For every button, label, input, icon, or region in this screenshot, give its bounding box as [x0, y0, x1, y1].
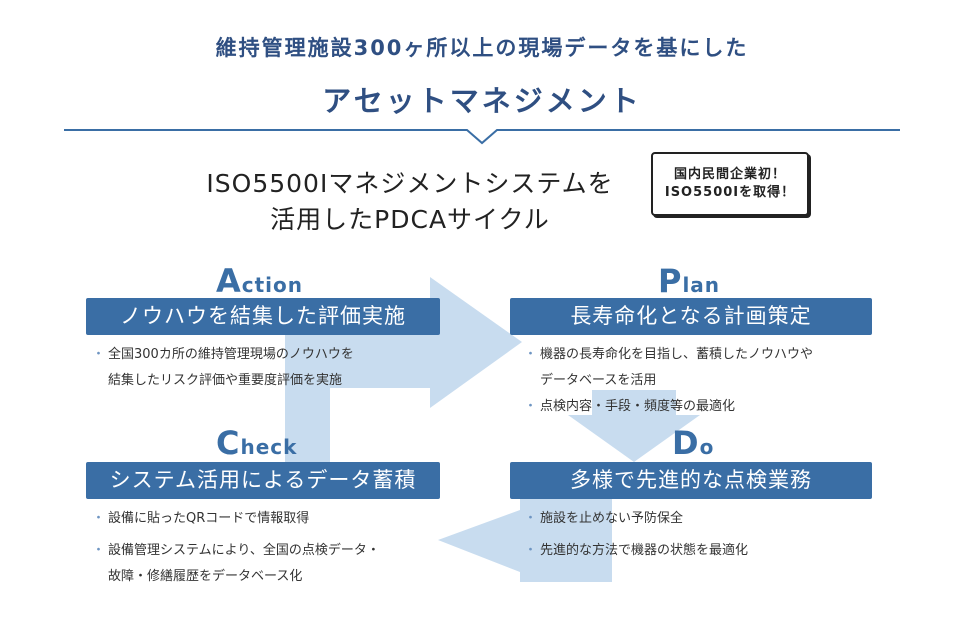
phase-initial-check: C — [216, 424, 241, 462]
subheading-line2: 活用したPDCAサイクル — [270, 205, 550, 234]
bullet-plan-1-line2: データベースを活用 — [540, 373, 657, 388]
phase-title-do: Do — [672, 424, 714, 462]
phase-initial-action: A — [216, 262, 242, 300]
bullet-action-1-line1: 全国300カ所の維持管理現場のノウハウを — [108, 347, 354, 362]
header-divider — [64, 129, 900, 145]
phase-rest-plan: lan — [682, 273, 721, 297]
label-plan: 長寿命化となる計画策定 — [510, 298, 872, 335]
bullet-do-2-line1: 先進的な方法で機器の状態を最適化 — [540, 543, 749, 558]
certification-badge: 国内民間企業初！ ISO5500Iを取得！ — [651, 152, 809, 216]
bullet-check-1-line1: 設備に貼ったQRコードで情報取得 — [108, 511, 310, 526]
bullet-check-2: 設備管理システムにより、全国の点検データ・ 故障・修繕履歴をデータベース化 — [92, 538, 454, 590]
label-check: システム活用によるデータ蓄積 — [86, 462, 440, 499]
bullets-plan: 機器の長寿命化を目指し、蓄積したノウハウや データベースを活用 点検内容・手段・… — [524, 342, 906, 420]
label-action: ノウハウを結集した評価実施 — [86, 298, 440, 335]
bullet-do-1: 施設を止めない予防保全 — [524, 506, 906, 532]
phase-initial-do: D — [672, 424, 700, 462]
bullets-check: 設備に貼ったQRコードで情報取得 設備管理システムにより、全国の点検データ・ 故… — [92, 506, 454, 590]
phase-title-action: Action — [216, 262, 303, 300]
badge-line2: ISO5500Iを取得！ — [664, 185, 796, 200]
bullet-plan-2-line1: 点検内容・手段・頻度等の最適化 — [540, 399, 736, 414]
bullet-action-1: 全国300カ所の維持管理現場のノウハウを 結集したリスク評価や重要度評価を実施 — [92, 342, 434, 394]
bullet-check-2-line2: 故障・修繕履歴をデータベース化 — [108, 569, 303, 584]
bullets-do: 施設を止めない予防保全 先進的な方法で機器の状態を最適化 — [524, 506, 906, 564]
phase-rest-do: o — [699, 435, 715, 459]
arrow-check-to-action-stem — [285, 388, 330, 470]
headline-line1: 維持管理施設300ヶ所以上の現場データを基にした — [215, 36, 749, 60]
bullet-plan-1: 機器の長寿命化を目指し、蓄積したノウハウや データベースを活用 — [524, 342, 906, 394]
bullets-action: 全国300カ所の維持管理現場のノウハウを 結集したリスク評価や重要度評価を実施 — [92, 342, 434, 394]
subheading: ISO5500Iマネジメントシステムを 活用したPDCAサイクル — [120, 166, 700, 238]
headline-line2: アセットマネジメント — [322, 84, 642, 118]
phase-title-check: Check — [216, 424, 297, 462]
phase-title-plan: Plan — [658, 262, 720, 300]
bullet-plan-2: 点検内容・手段・頻度等の最適化 — [524, 394, 906, 420]
phase-initial-plan: P — [658, 262, 683, 300]
bullet-plan-1-line1: 機器の長寿命化を目指し、蓄積したノウハウや — [540, 347, 814, 362]
bullet-do-2: 先進的な方法で機器の状態を最適化 — [524, 538, 906, 564]
badge-line1: 国内民間企業初！ — [673, 167, 786, 182]
phase-rest-check: heck — [240, 435, 298, 459]
bullet-check-1: 設備に貼ったQRコードで情報取得 — [92, 506, 454, 532]
bullet-check-2-line1: 設備管理システムにより、全国の点検データ・ — [108, 543, 380, 558]
bullet-action-1-line2: 結集したリスク評価や重要度評価を実施 — [108, 373, 343, 388]
label-do: 多様で先進的な点検業務 — [510, 462, 872, 499]
subheading-line1: ISO5500Iマネジメントシステムを — [206, 169, 614, 198]
phase-rest-action: ction — [241, 273, 304, 297]
bullet-do-1-line1: 施設を止めない予防保全 — [540, 511, 684, 526]
